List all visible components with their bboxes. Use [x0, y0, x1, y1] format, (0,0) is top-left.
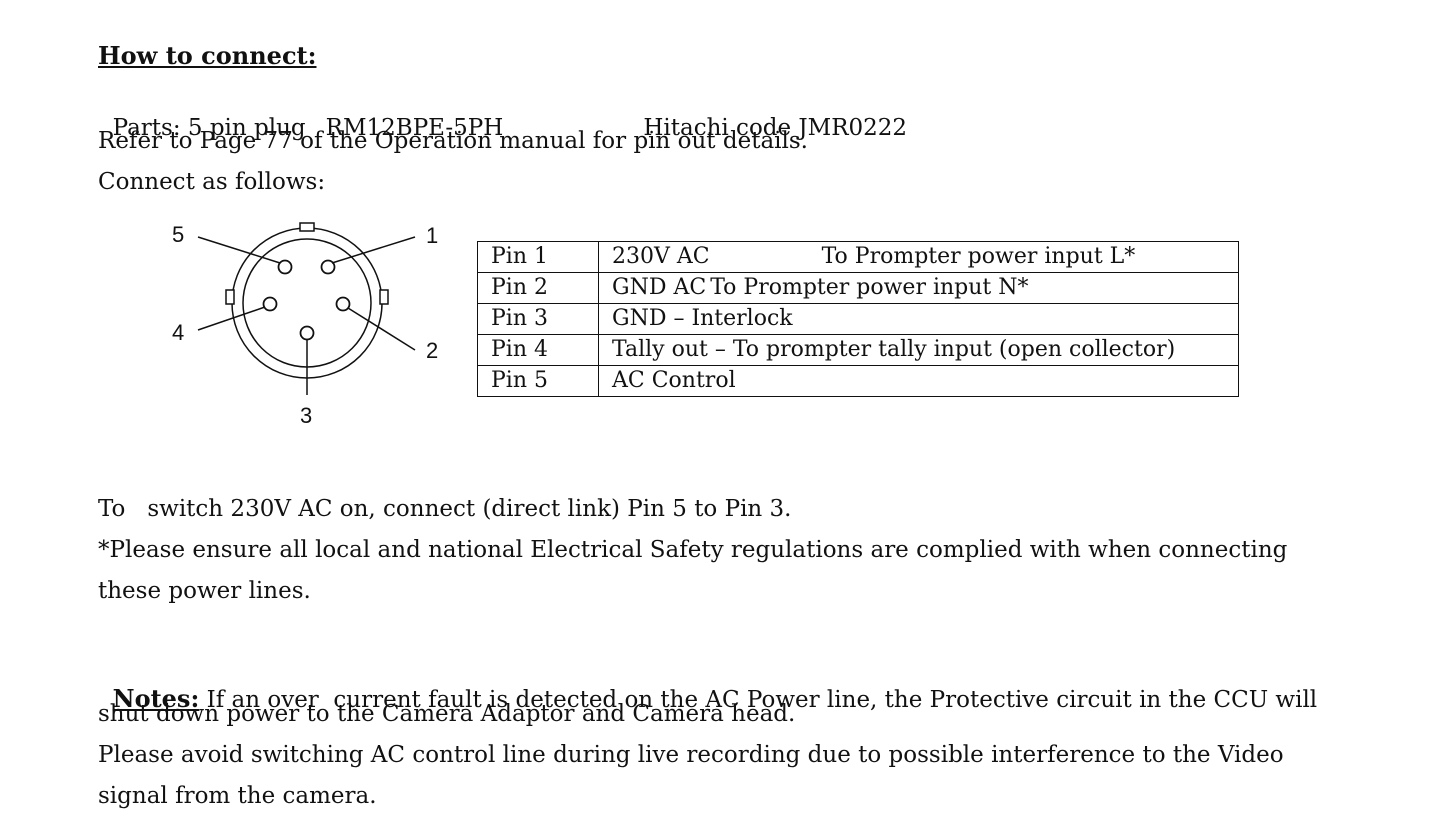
pin-cell: Pin 1	[477, 241, 599, 273]
description-destination: To Prompter power input L*	[821, 244, 1136, 269]
description-cell: AC Control	[598, 365, 1239, 397]
connect-line: Connect as follows:	[98, 169, 326, 195]
pin-label-3: 3	[300, 403, 312, 428]
pin-label-2: 2	[426, 338, 438, 363]
pin-cell: Pin 3	[477, 303, 599, 335]
description-text: GND – Interlock	[612, 306, 793, 331]
notes-line-4: signal from the camera.	[98, 783, 377, 809]
pin-hole-4	[262, 296, 278, 312]
pin-cell: Pin 2	[477, 272, 599, 304]
pin-label-1: 1	[426, 223, 438, 248]
description-text: Tally out – To prompter tally input (ope…	[612, 337, 1176, 362]
pin-hole-2	[335, 296, 351, 312]
pin-hole-3	[299, 325, 315, 341]
description-cell: 230V AC To Prompter power input L*	[598, 241, 1239, 273]
notes-text: If an over current fault is detected on …	[199, 687, 1318, 713]
parts-line: Parts: 5 pin plug RM12BPE-5PH Hitachi code…	[98, 86, 907, 142]
notes-line-3: Please avoid switching AC control line d…	[98, 742, 1284, 768]
pin-hole-5	[277, 259, 293, 275]
connector-pinout-diagram: 1 2 3 4 5	[172, 222, 438, 428]
pin-label-4: 4	[172, 320, 184, 345]
description-text: AC Control	[612, 368, 736, 393]
notes-line-1: Notes: If an over current fault is detec…	[98, 657, 1318, 714]
leader-line-1	[331, 236, 416, 264]
description-cell: GND – Interlock	[598, 303, 1239, 335]
pin-cell: Pin 5	[477, 365, 599, 397]
leader-line-2	[347, 307, 416, 351]
part-number: RM12BPE-5PH	[325, 115, 504, 141]
description-destination: To Prompter power input N*	[710, 275, 1029, 300]
refer-line: Refer to Page 77 of the Operation manual…	[98, 128, 808, 154]
pin-cell: Pin 4	[477, 334, 599, 366]
table-row: Pin 1 230V AC To Prompter power input L*	[477, 241, 1239, 273]
table-row: Pin 4 Tally out – To prompter tally inpu…	[477, 334, 1239, 366]
table-row: Pin 3 GND – Interlock	[477, 303, 1239, 335]
page-heading: How to connect:	[98, 41, 317, 70]
description-cell: Tally out – To prompter tally input (ope…	[598, 334, 1239, 366]
parts-prefix: Parts: 5 pin plug	[112, 115, 306, 141]
description-text: 230V AC	[612, 244, 710, 269]
pin-hole-1	[320, 259, 336, 275]
switch-instruction: To switch 230V AC on, connect (direct li…	[98, 496, 792, 522]
notes-line-2: shut down power to the Camera Adaptor an…	[98, 701, 796, 727]
table-row: Pin 5 AC Control	[477, 365, 1239, 397]
leader-line-4	[197, 306, 266, 331]
leader-line-5	[197, 236, 281, 264]
notes-label: Notes:	[112, 684, 200, 713]
safety-notice-line-1: *Please ensure all local and national El…	[98, 537, 1288, 563]
description-text: GND AC	[612, 275, 707, 300]
hitachi-code: Hitachi code JMR0222	[643, 115, 908, 141]
pin-label-5: 5	[172, 222, 184, 247]
safety-notice-line-2: these power lines.	[98, 578, 311, 604]
